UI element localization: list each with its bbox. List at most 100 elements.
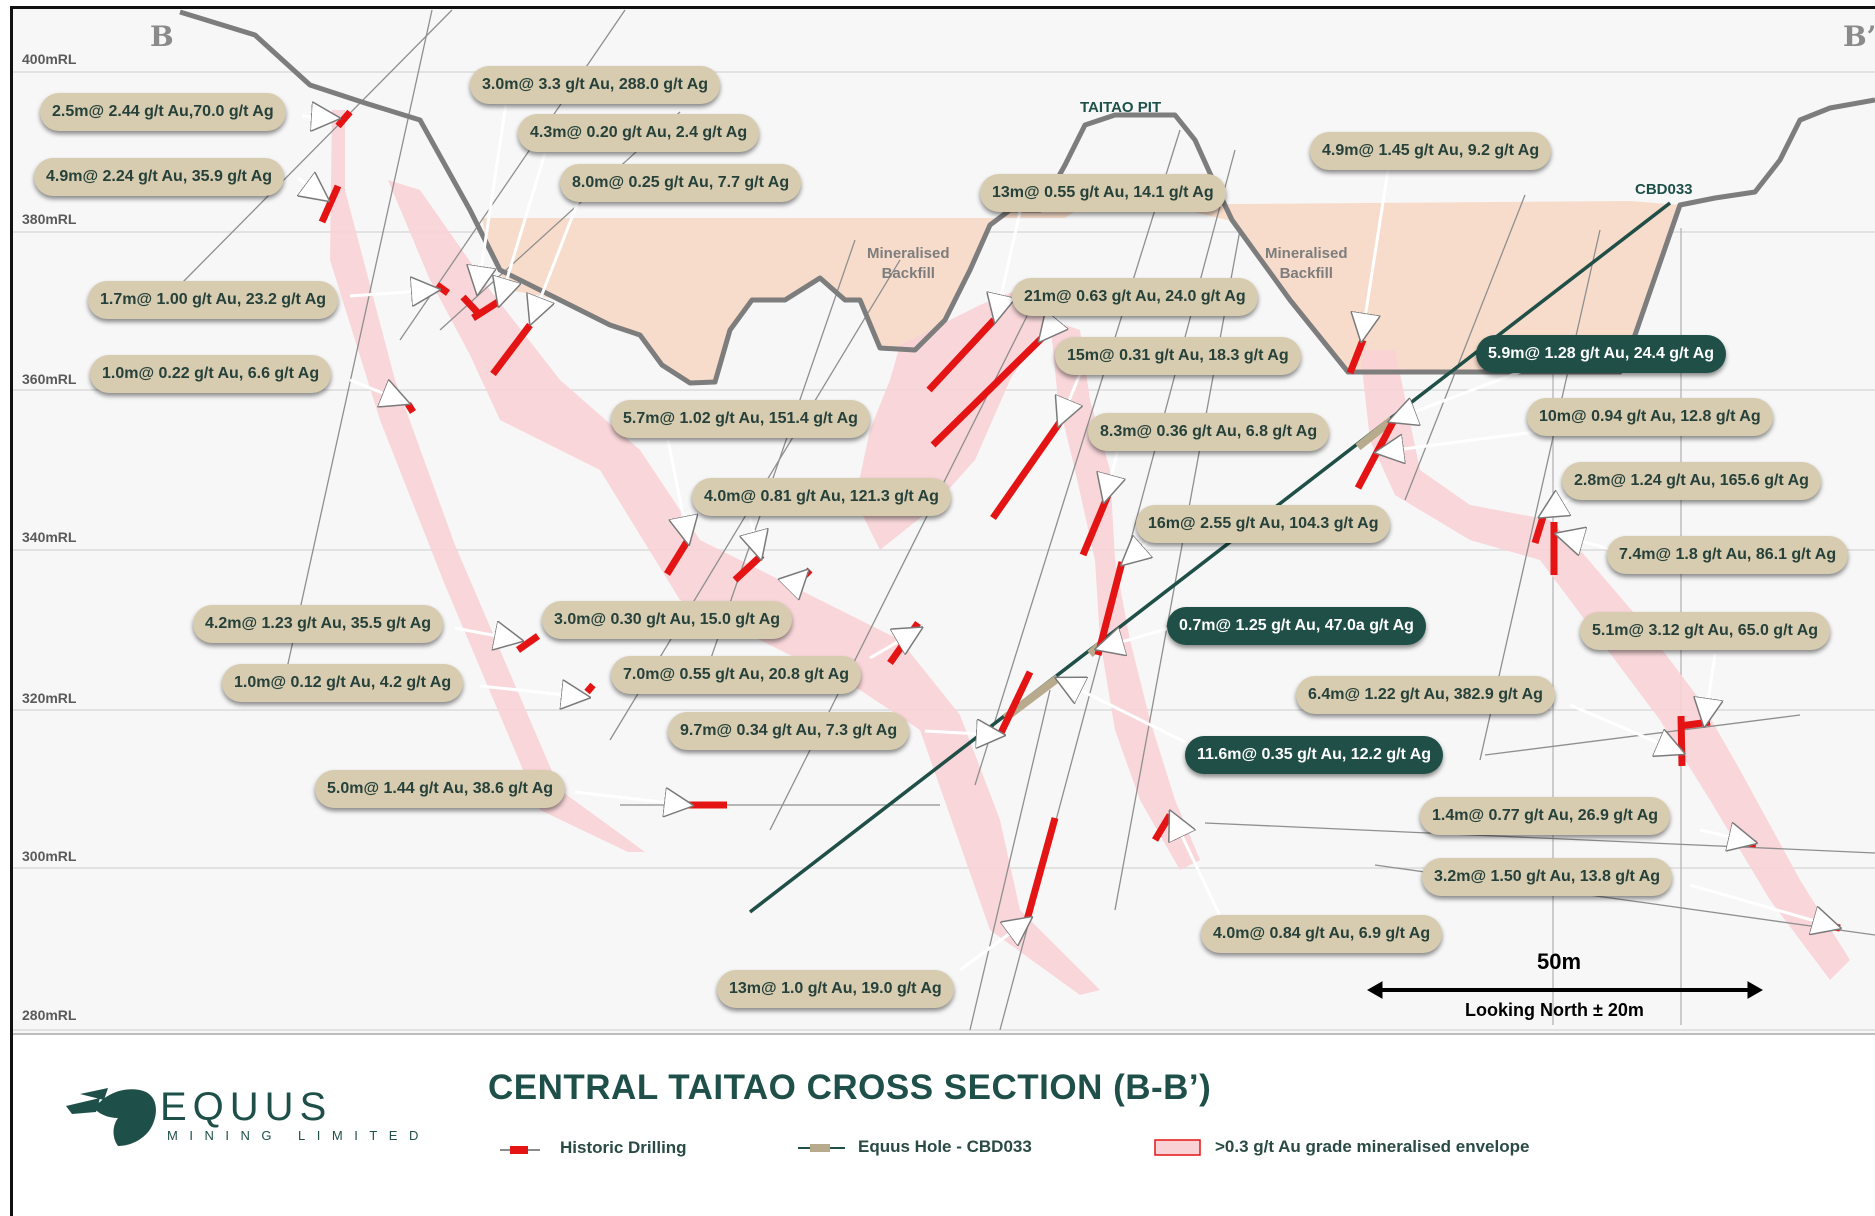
leader bbox=[454, 628, 518, 640]
backfill-label-east: Mineralised Backfill bbox=[1265, 245, 1348, 282]
leader bbox=[479, 686, 585, 697]
hole-label-cbd033: CBD033 bbox=[1635, 181, 1693, 198]
leader bbox=[298, 178, 325, 198]
horse-mane-shape bbox=[66, 1098, 100, 1114]
historic-intercept bbox=[490, 322, 533, 377]
scale-bar-label: 50m bbox=[1537, 949, 1582, 974]
legend-envelope-label: >0.3 g/t Au grade mineralised envelope bbox=[1215, 1137, 1530, 1156]
legend-historic-drilling-label: Historic Drilling bbox=[560, 1138, 687, 1157]
logo-subtitle: MINING LIMITED bbox=[167, 1128, 430, 1143]
leader bbox=[924, 731, 1000, 735]
intercept-label-equus: 5.9m@ 1.28 g/t Au, 24.4 g/t Ag bbox=[1476, 335, 1727, 373]
drill-trace bbox=[1204, 822, 1875, 854]
intercept-label: 8.0m@ 0.25 g/t Au, 7.7 g/t Ag bbox=[560, 164, 802, 202]
intercept-label-equus: 11.6m@ 0.35 g/t Au, 12.2 g/t Ag bbox=[1185, 736, 1444, 774]
leader bbox=[500, 152, 547, 302]
elevation-label-340: 340mRL bbox=[22, 529, 77, 545]
historic-intercept bbox=[1023, 817, 1059, 921]
legend-equus-hole-label: Equus Hole - CBD033 bbox=[858, 1137, 1032, 1156]
leader bbox=[1105, 449, 1118, 498]
leader bbox=[1042, 316, 1060, 338]
intercept-label: 4.3m@ 0.20 g/t Au, 2.4 g/t Ag bbox=[518, 114, 760, 152]
leader bbox=[1393, 368, 1526, 420]
horse-mane-shape bbox=[80, 1088, 108, 1100]
historic-intercept bbox=[1679, 718, 1711, 730]
historic-intercept bbox=[926, 317, 997, 393]
leader bbox=[1060, 680, 1186, 744]
intercept-label: 4.2m@ 1.23 g/t Au, 35.5 g/t Ag bbox=[193, 605, 444, 643]
historic-intercept bbox=[1346, 338, 1367, 375]
intercept-label: 6.4m@ 1.22 g/t Au, 382.9 g/t Ag bbox=[1296, 676, 1555, 714]
intercept-label: 4.0m@ 0.84 g/t Au, 6.9 g/t Ag bbox=[1201, 915, 1443, 953]
leader bbox=[666, 439, 688, 540]
scale-caption: Looking North ± 20m bbox=[1465, 1000, 1644, 1020]
intercept-label: 3.0m@ 3.3 g/t Au, 288.0 g/t Ag bbox=[470, 66, 721, 104]
leader bbox=[996, 211, 1022, 318]
scale-bar-left-arrow bbox=[1366, 981, 1383, 999]
historic-intercept bbox=[405, 402, 416, 414]
intercept-label: 7.4m@ 1.8 g/t Au, 86.1 g/t Ag bbox=[1607, 536, 1849, 574]
leader bbox=[1689, 883, 1836, 927]
leader bbox=[349, 378, 405, 402]
figure-title: CENTRAL TAITAO CROSS SECTION (B-B’) bbox=[488, 1068, 1212, 1107]
leader bbox=[478, 103, 508, 290]
equus-hole-cbd033 bbox=[748, 201, 1672, 914]
legend-envelope-swatch bbox=[1154, 1139, 1201, 1156]
elevation-label-300: 300mRL bbox=[22, 848, 77, 864]
leader bbox=[574, 792, 688, 805]
elevation-label-360: 360mRL bbox=[22, 371, 77, 387]
legend-equus-hole-swatch bbox=[810, 1144, 830, 1152]
intercept-label: 1.0m@ 0.12 g/t Au, 4.2 g/t Ag bbox=[222, 664, 464, 702]
intercept-label: 5.7m@ 1.02 g/t Au, 151.4 g/t Ag bbox=[611, 400, 870, 438]
leader bbox=[1380, 430, 1536, 452]
intercept-label: 2.5m@ 2.44 g/t Au,70.0 g/t Ag bbox=[40, 93, 286, 131]
leader bbox=[1699, 830, 1752, 842]
leader bbox=[959, 920, 1028, 972]
equus-horse-logo-icon bbox=[66, 1088, 156, 1146]
intercept-label: 1.0m@ 0.22 g/t Au, 6.6 g/t Ag bbox=[90, 355, 332, 393]
scale-bar-right-arrow bbox=[1747, 981, 1764, 999]
historic-intercept bbox=[460, 294, 481, 316]
leader bbox=[1569, 703, 1680, 752]
legend-historic-drilling-swatch bbox=[510, 1146, 528, 1154]
intercept-label: 4.9m@ 2.24 g/t Au, 35.9 g/t Ag bbox=[34, 158, 285, 196]
leader bbox=[1362, 169, 1390, 337]
intercept-label: 1.7m@ 1.00 g/t Au, 23.2 g/t Ag bbox=[88, 281, 339, 319]
elevation-label-320: 320mRL bbox=[22, 690, 77, 706]
leader bbox=[532, 201, 580, 320]
historic-intercept bbox=[1151, 813, 1174, 842]
leader bbox=[869, 630, 918, 660]
leader bbox=[750, 517, 760, 555]
leader bbox=[1125, 540, 1150, 562]
intercept-label: 13m@ 1.0 g/t Au, 19.0 g/t Ag bbox=[717, 970, 954, 1008]
intercept-label: 21m@ 0.63 g/t Au, 24.0 g/t Ag bbox=[1012, 278, 1258, 316]
envelope-central-lower bbox=[1050, 320, 1200, 870]
intercept-label: 13m@ 0.55 g/t Au, 14.1 g/t Ag bbox=[980, 174, 1226, 212]
section-marker-left: B bbox=[150, 20, 174, 53]
horse-head-shape bbox=[92, 1089, 156, 1146]
intercept-label-equus: 0.7m@ 1.25 g/t Au, 47.0a g/t Ag bbox=[1167, 607, 1426, 645]
drill-trace bbox=[974, 129, 1181, 786]
elevation-label-280: 280mRL bbox=[22, 1007, 77, 1023]
envelope-upper-west bbox=[388, 180, 1100, 995]
elevation-label-400: 400mRL bbox=[22, 51, 77, 67]
drill-trace bbox=[1404, 194, 1526, 501]
scale-bar bbox=[1366, 981, 1764, 999]
intercept-label: 1.4m@ 0.77 g/t Au, 26.9 g/t Ag bbox=[1420, 797, 1671, 835]
historic-intercept bbox=[930, 329, 1051, 448]
intercept-label: 5.1m@ 3.12 g/t Au, 65.0 g/t Ag bbox=[1580, 612, 1831, 650]
historic-intercept bbox=[318, 184, 342, 224]
backfill-label-west: Mineralised Backfill bbox=[867, 245, 950, 282]
historic-intercept bbox=[584, 682, 596, 695]
drill-trace bbox=[279, 9, 433, 701]
figure-frame bbox=[10, 6, 1875, 1216]
intercept-label: 4.0m@ 0.81 g/t Au, 121.3 g/t Ag bbox=[692, 478, 951, 516]
intercept-label: 10m@ 0.94 g/t Au, 12.8 g/t Ag bbox=[1527, 398, 1773, 436]
intercept-label: 15m@ 0.31 g/t Au, 18.3 g/t Ag bbox=[1055, 337, 1301, 375]
section-marker-right: B’ bbox=[1843, 20, 1875, 53]
leader bbox=[1100, 626, 1171, 648]
drill-trace bbox=[179, 9, 453, 286]
intercept-label: 3.0m@ 0.30 g/t Au, 15.0 g/t Ag bbox=[542, 601, 793, 639]
leader bbox=[301, 116, 335, 118]
intercept-label: 4.9m@ 1.45 g/t Au, 9.2 g/t Ag bbox=[1310, 132, 1552, 170]
